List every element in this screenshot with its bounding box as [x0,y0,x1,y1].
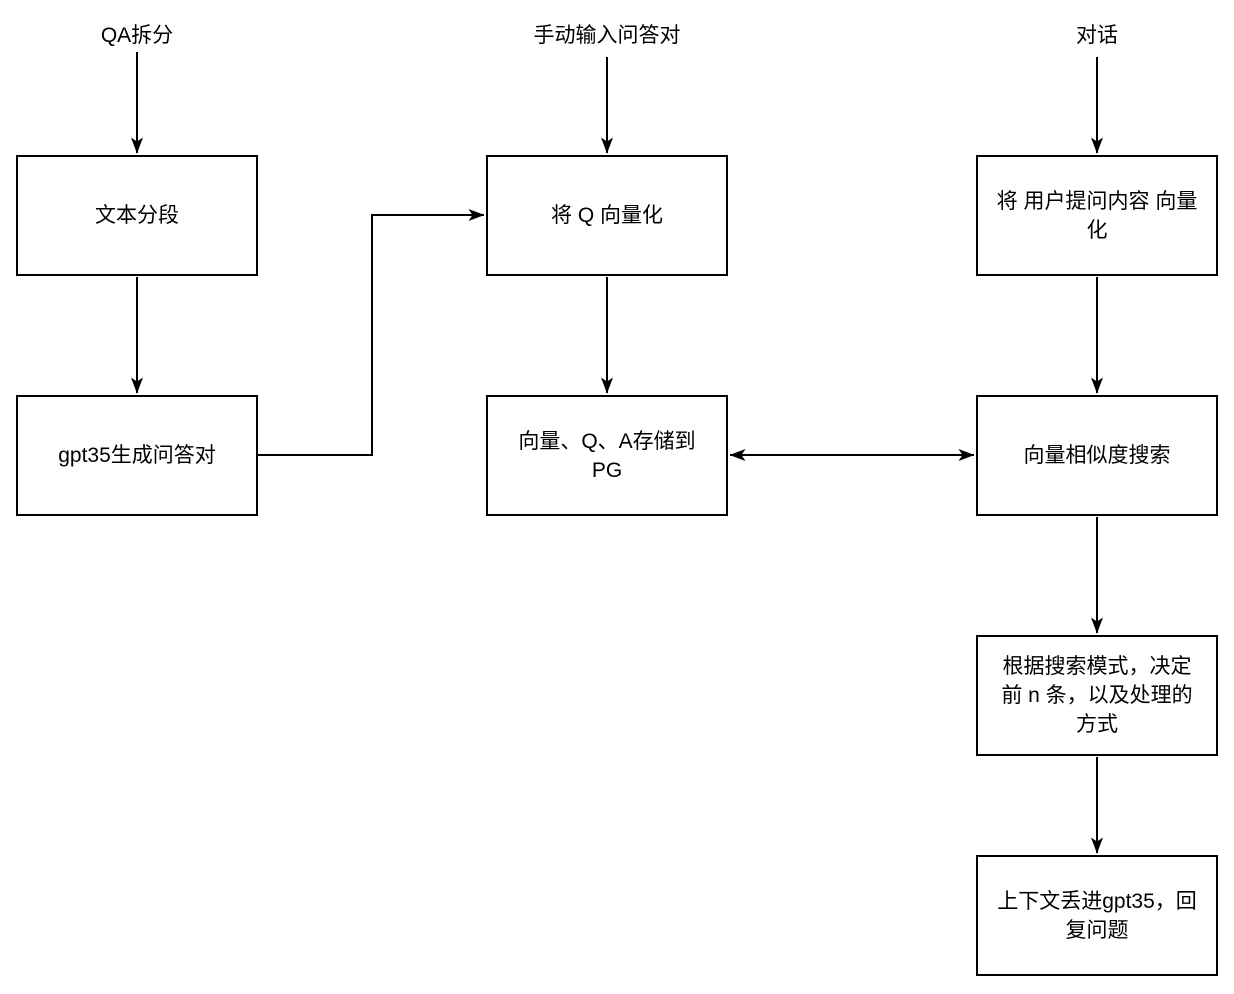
node-text-segment: 文本分段 [16,155,258,276]
node-context-to-gpt35: 上下文丢进gpt35，回 复问题 [976,855,1218,976]
node-vector-similarity-search: 向量相似度搜索 [976,395,1218,516]
flow-label-manual-input: 手动输入问答对 [533,24,681,47]
node-vectorize-q: 将 Q 向量化 [486,155,728,276]
node-vectorize-user-question: 将 用户提问内容 向量 化 [976,155,1218,276]
flow-label-qa-split: QA拆分 [100,24,174,47]
node-gpt35-generate-qa: gpt35生成问答对 [16,395,258,516]
flow-label-dialog: 对话 [1076,24,1118,47]
edge-gpt35-generate-qa-to-vectorize-q [258,209,485,456]
node-store-to-pg: 向量、Q、A存储到 PG [486,395,728,516]
node-search-mode-decide: 根据搜索模式，决定 前 n 条，以及处理的 方式 [976,635,1218,756]
